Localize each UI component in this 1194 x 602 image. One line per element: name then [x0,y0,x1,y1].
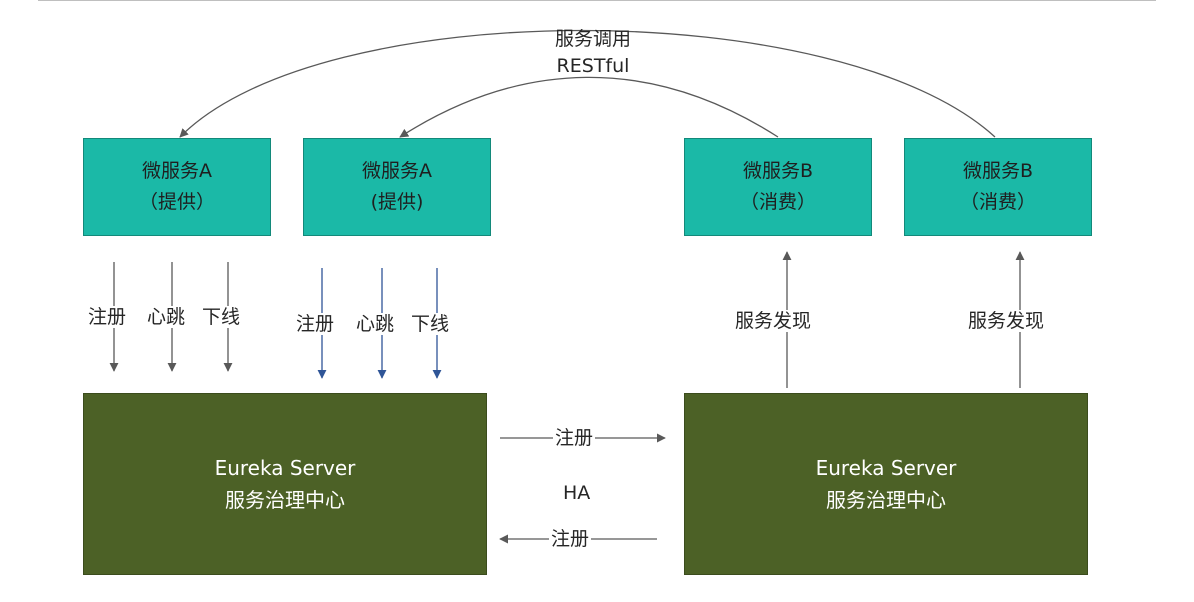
ha-register-label-bottom: 注册 [549,528,592,550]
eureka-server-left: Eureka Server 服务治理中心 [83,393,487,575]
server-title: Eureka Server [815,456,957,480]
discovery-label-1: 服务发现 [733,310,814,332]
ha-register-label-top: 注册 [553,427,596,449]
server-title: Eureka Server [214,456,356,480]
service-a-2: 微服务A (提供) [303,138,491,236]
discovery-label-2: 服务发现 [966,310,1047,332]
server-subtitle: 服务治理中心 [225,488,345,512]
call-label-line1: 服务调用 [554,28,631,50]
service-role: （消费） [959,191,1036,213]
server-subtitle: 服务治理中心 [826,488,946,512]
service-role: （提供） [138,191,215,213]
service-role: (提供) [370,191,424,213]
register-label-1: 注册 [86,306,129,328]
ha-label: HA [561,482,593,504]
service-b-2: 微服务B （消费） [904,138,1092,236]
service-name: 微服务B [962,160,1034,182]
service-name: 微服务A [142,160,212,182]
call-label-line2: RESTful [556,55,630,77]
service-role: （消费） [739,191,816,213]
service-b-1: 微服务B （消费） [684,138,872,236]
call-arc-inner [399,76,779,138]
call-arc-outer [179,29,996,138]
heartbeat-label-2: 心跳 [354,313,397,335]
eureka-server-right: Eureka Server 服务治理中心 [684,393,1088,575]
service-name: 微服务A [362,160,432,182]
top-divider [38,0,1156,1]
heartbeat-label-1: 心跳 [145,306,188,328]
offline-label-1: 下线 [200,306,243,328]
service-name: 微服务B [742,160,814,182]
service-a-1: 微服务A （提供） [83,138,271,236]
call-label: 服务调用 RESTful [493,26,693,80]
register-label-2: 注册 [294,313,337,335]
offline-label-2: 下线 [409,313,452,335]
